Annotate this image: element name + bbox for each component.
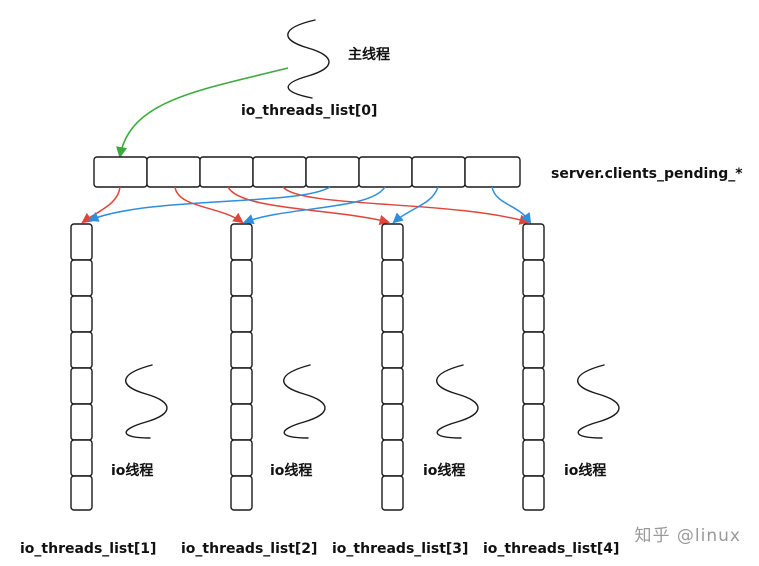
io-list-cell — [70, 223, 93, 261]
red-arrow — [282, 186, 531, 225]
io-threads-list-2-cells — [230, 223, 253, 511]
io-list-cell — [230, 223, 253, 261]
main-thread-list-label: io_threads_list[0] — [241, 103, 377, 119]
blue-arrow — [88, 186, 331, 222]
distribution-arrows-blue — [88, 186, 532, 225]
io-list-cell — [381, 439, 404, 477]
io-thread-label: io线程 — [564, 462, 606, 479]
io-thread-wave-icon — [125, 364, 168, 439]
io-list-cell — [230, 331, 253, 369]
io-threads-list-label: io_threads_list[2] — [181, 541, 317, 557]
pending-cell — [305, 156, 360, 188]
io-list-cell — [70, 295, 93, 333]
pending-array-label: server.clients_pending_* — [551, 166, 743, 182]
watermark: 知乎 @linux — [634, 526, 741, 546]
io-thread-wave-icon — [283, 364, 326, 439]
io-list-cell — [381, 403, 404, 441]
io-list-cell — [70, 403, 93, 441]
io-list-cell — [522, 223, 545, 261]
io-list-cell — [70, 439, 93, 477]
io-thread-3: io线程 io_threads_list[3] — [332, 223, 479, 557]
blue-arrow — [491, 186, 532, 224]
io-threads-list-label: io_threads_list[1] — [20, 541, 156, 557]
io-thread-label: io线程 — [423, 462, 465, 479]
blue-arrow — [392, 186, 439, 224]
pending-cell — [199, 156, 254, 188]
io-list-cell — [381, 331, 404, 369]
io-list-cell — [381, 295, 404, 333]
io-list-cell — [230, 439, 253, 477]
io-thread-wave-icon — [436, 364, 479, 439]
io-threads-list-4-cells — [522, 223, 545, 511]
io-thread-label: io线程 — [270, 462, 312, 479]
io-threads-list-label: io_threads_list[4] — [483, 541, 619, 557]
red-arrow — [174, 186, 244, 224]
io-list-cell — [522, 475, 545, 511]
io-list-cell — [381, 223, 404, 261]
io-list-cell — [522, 331, 545, 369]
io-list-cell — [381, 475, 404, 511]
main-thread: 主线程 io_threads_list[0] — [241, 19, 390, 119]
blue-arrow — [243, 186, 386, 225]
red-arrow — [81, 186, 121, 224]
pending-clients-array — [93, 156, 521, 188]
pending-cell — [411, 156, 466, 188]
io-threads-list-1-cells — [70, 223, 93, 511]
io-thread-label: io线程 — [111, 462, 153, 479]
io-list-cell — [522, 403, 545, 441]
io-list-cell — [522, 439, 545, 477]
io-list-cell — [230, 295, 253, 333]
io-list-cell — [522, 295, 545, 333]
io-list-cell — [70, 367, 93, 405]
main-thread-wave-icon — [287, 19, 330, 99]
pending-cell — [252, 156, 307, 188]
io-threads-list-label: io_threads_list[3] — [332, 541, 468, 557]
io-thread-2: io线程 io_threads_list[2] — [181, 223, 326, 557]
io-list-cell — [230, 367, 253, 405]
pending-cell — [358, 156, 413, 188]
main-thread-label: 主线程 — [348, 46, 390, 63]
io-list-cell — [381, 367, 404, 405]
io-list-cell — [522, 259, 545, 297]
io-list-cell — [381, 259, 404, 297]
io-list-cell — [230, 259, 253, 297]
pending-cell — [93, 156, 148, 188]
red-arrow — [227, 186, 391, 226]
io-threads-list-3-cells — [381, 223, 404, 511]
io-list-cell — [230, 475, 253, 511]
distribution-arrows-red — [81, 186, 531, 226]
pending-cell — [464, 156, 521, 188]
io-list-cell — [70, 259, 93, 297]
io-thread-1: io线程 io_threads_list[1] — [20, 223, 168, 557]
io-list-cell — [522, 367, 545, 405]
pending-cell — [146, 156, 201, 188]
io-thread-wave-icon — [577, 364, 620, 439]
io-list-cell — [70, 331, 93, 369]
io-thread-4: io线程 io_threads_list[4] — [483, 223, 620, 557]
io-list-cell — [70, 475, 93, 511]
io-list-cell — [230, 403, 253, 441]
main-thread-arrow — [116, 67, 289, 159]
